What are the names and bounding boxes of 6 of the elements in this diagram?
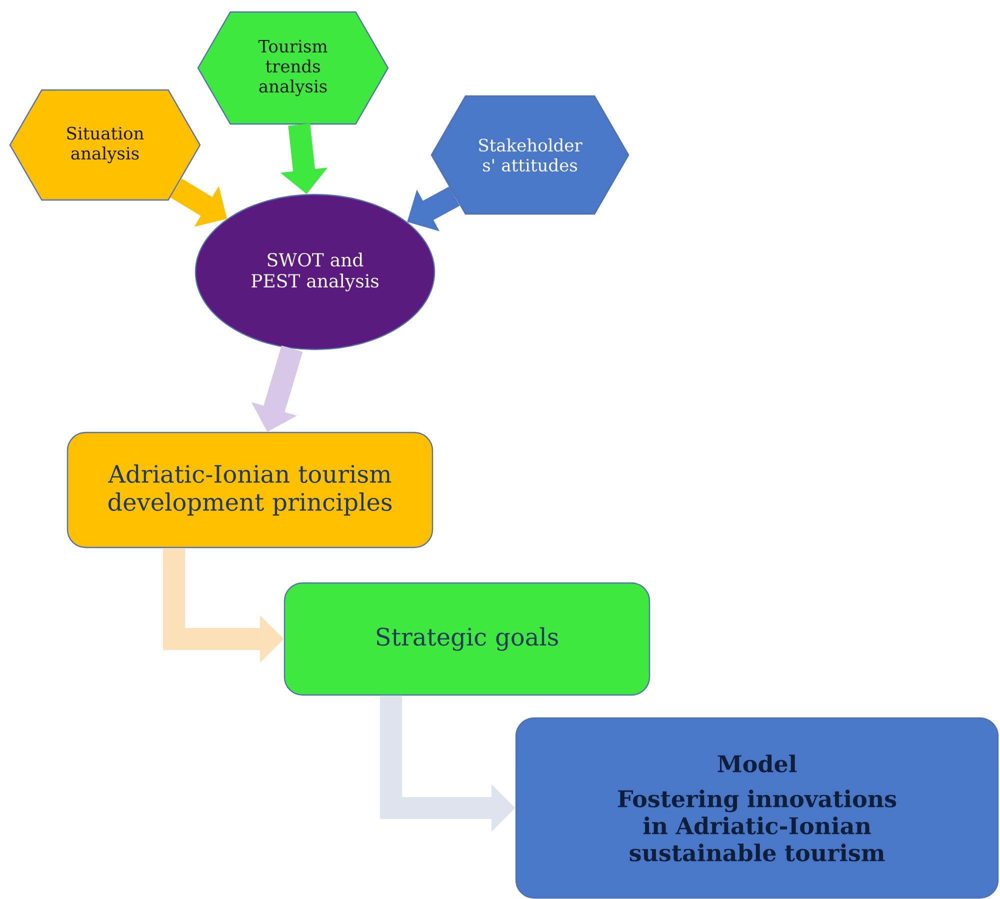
rounded-box: Adriatic-Ionian tourism development principles — [66, 432, 434, 548]
hexagon: Situation analysis — [9, 89, 201, 201]
rounded-box: Strategic goals — [284, 582, 650, 696]
hexagon: Stakeholder s' attitudes — [430, 95, 630, 215]
hexagon: Tourism trends analysis — [197, 11, 389, 125]
rounded-box: Model Fostering innovations in Adriatic-Ionian sustainable tourism — [515, 717, 999, 899]
